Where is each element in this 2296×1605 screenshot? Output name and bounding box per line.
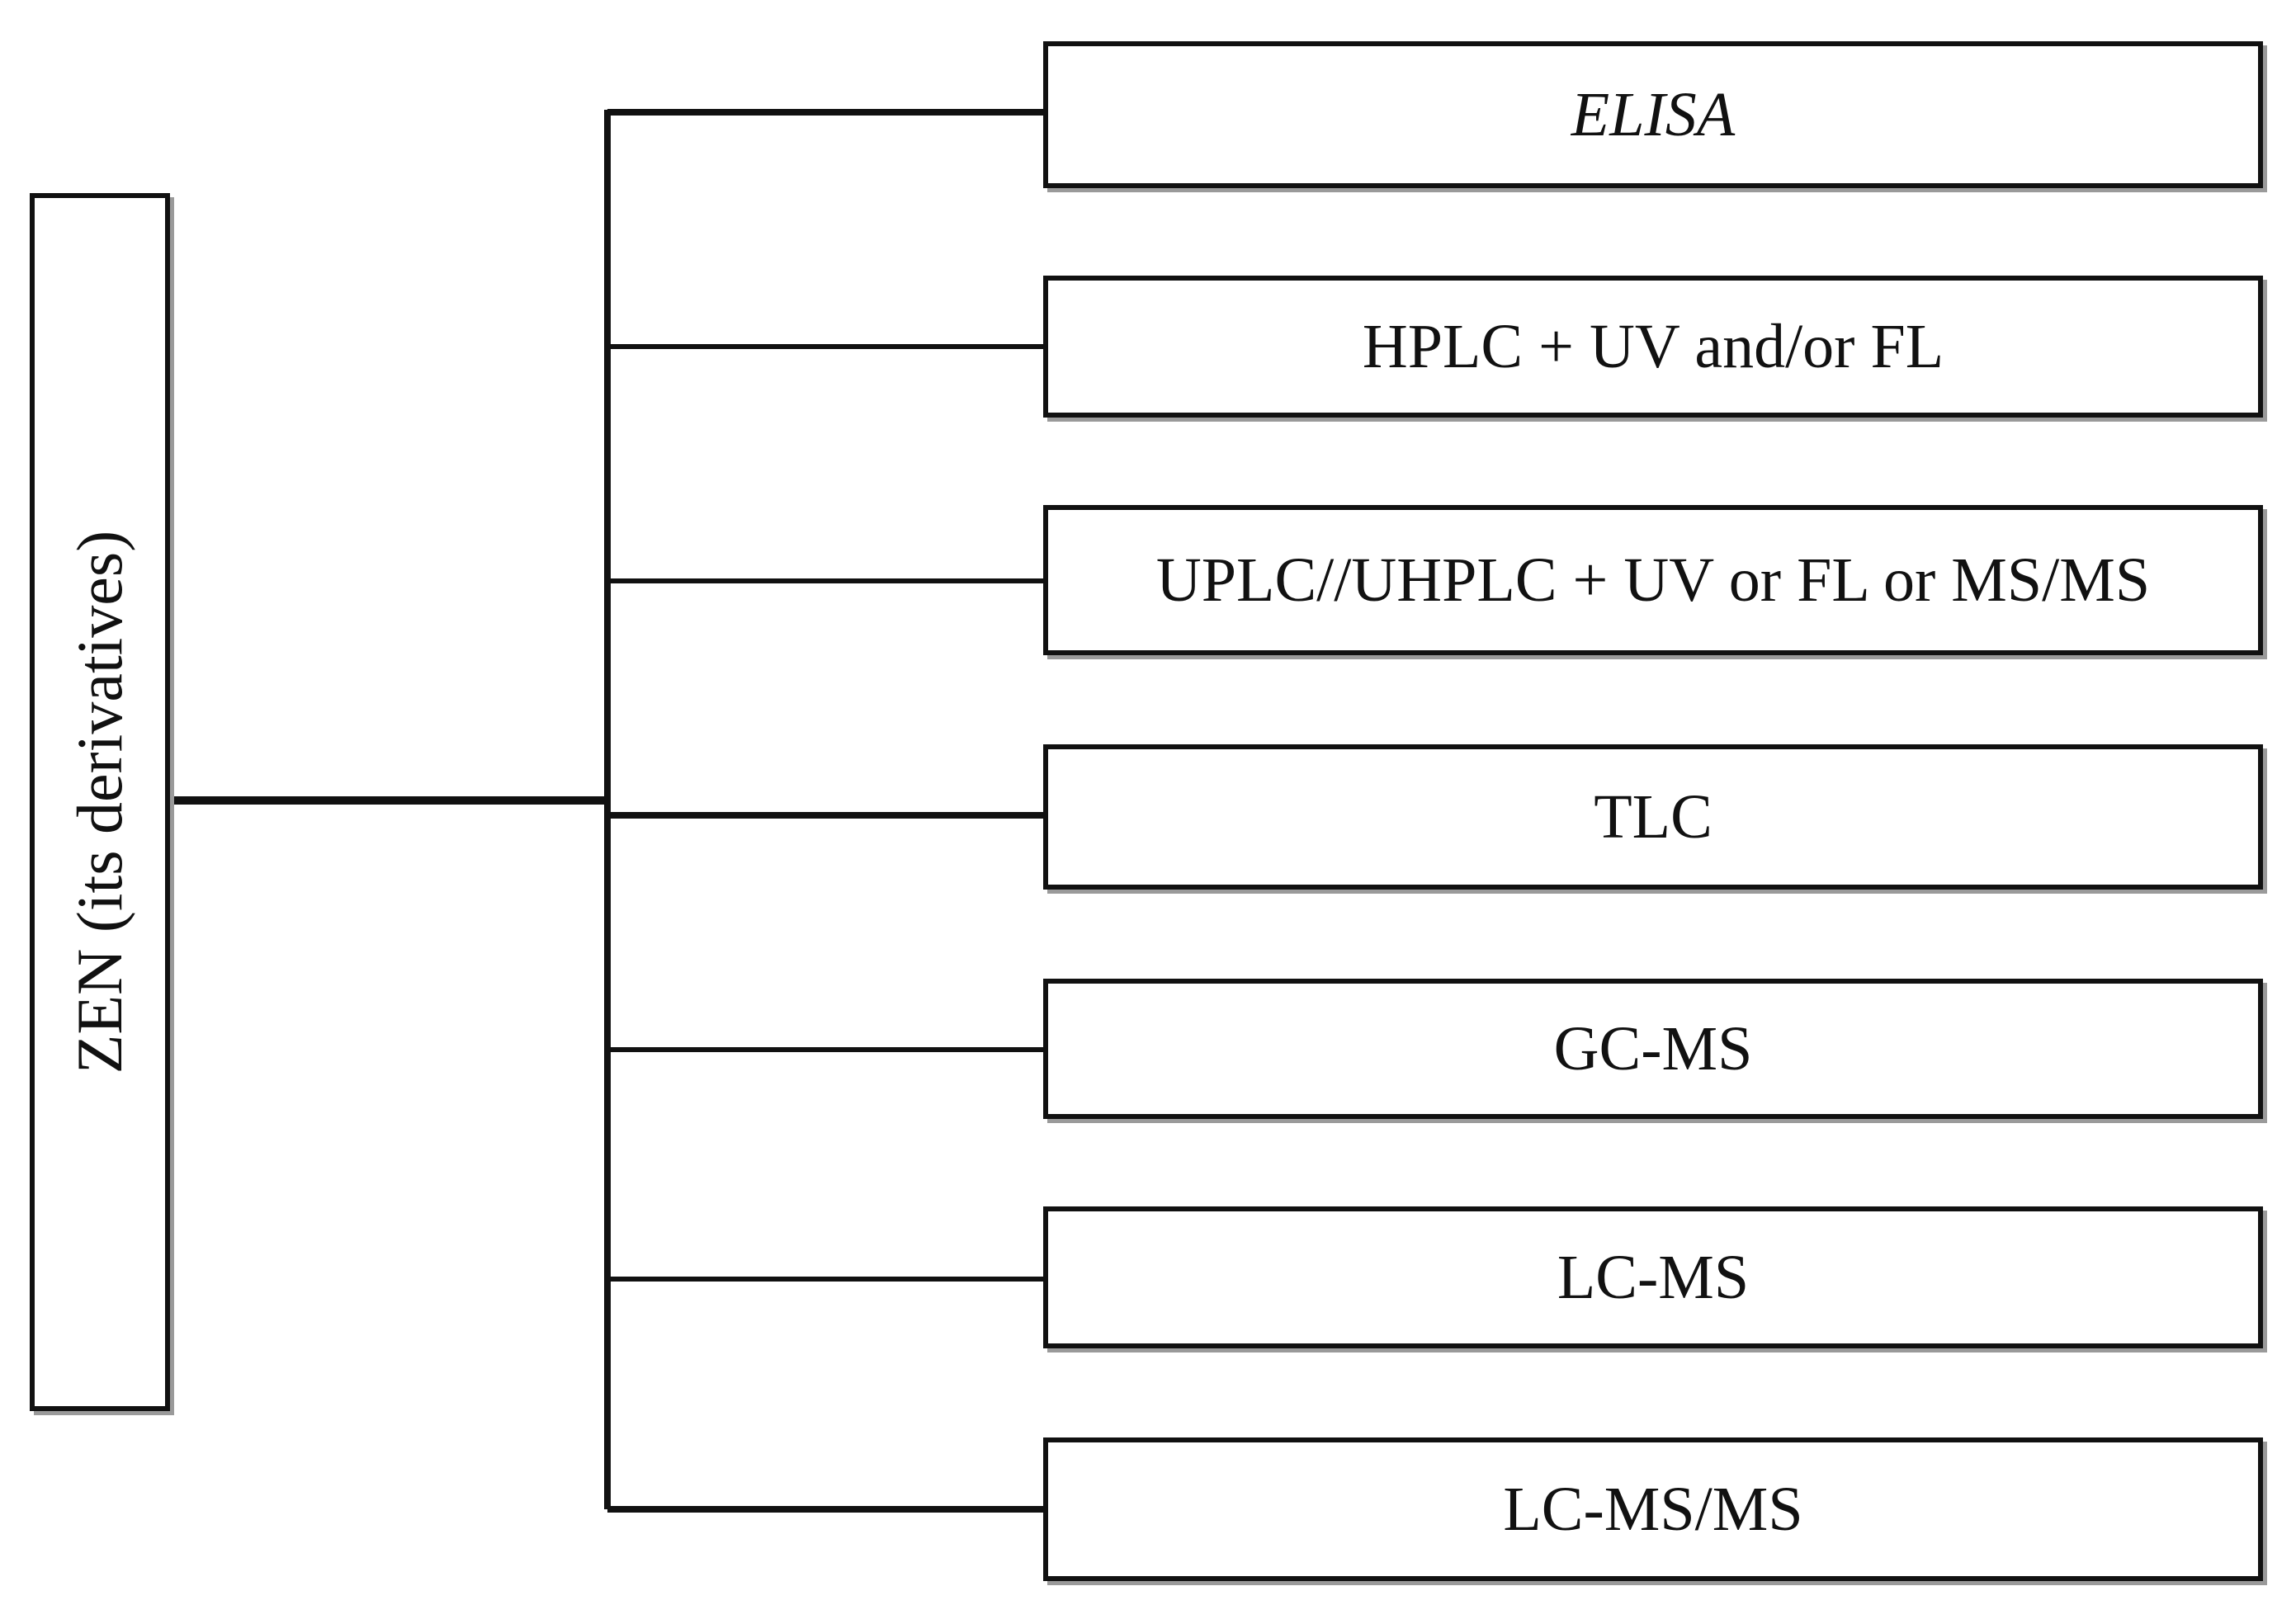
method-label-elisa: ELISA bbox=[1571, 79, 1736, 149]
method-label-lcms: LC-MS bbox=[1557, 1242, 1750, 1312]
method-label-tlc: TLC bbox=[1594, 781, 1713, 852]
method-label-lcmsms: LC-MS/MS bbox=[1503, 1474, 1803, 1544]
root-node-label: ZEN (its derivatives) bbox=[64, 530, 135, 1074]
method-box-gcms: GC-MS bbox=[1043, 979, 2263, 1119]
method-box-elisa: ELISA bbox=[1043, 41, 2263, 188]
method-label-uplc: UPLC//UHPLC + UV or FL or MS/MS bbox=[1155, 545, 2151, 615]
method-box-uplc: UPLC//UHPLC + UV or FL or MS/MS bbox=[1043, 505, 2263, 655]
method-box-lcms: LC-MS bbox=[1043, 1206, 2263, 1348]
method-box-tlc: TLC bbox=[1043, 744, 2263, 890]
method-box-hplc: HPLC + UV and/or FL bbox=[1043, 276, 2263, 418]
method-box-lcmsms: LC-MS/MS bbox=[1043, 1437, 2263, 1581]
root-node-zen: ZEN (its derivatives) bbox=[30, 193, 170, 1411]
method-label-gcms: GC-MS bbox=[1553, 1013, 1753, 1083]
method-label-hplc: HPLC + UV and/or FL bbox=[1362, 311, 1944, 381]
